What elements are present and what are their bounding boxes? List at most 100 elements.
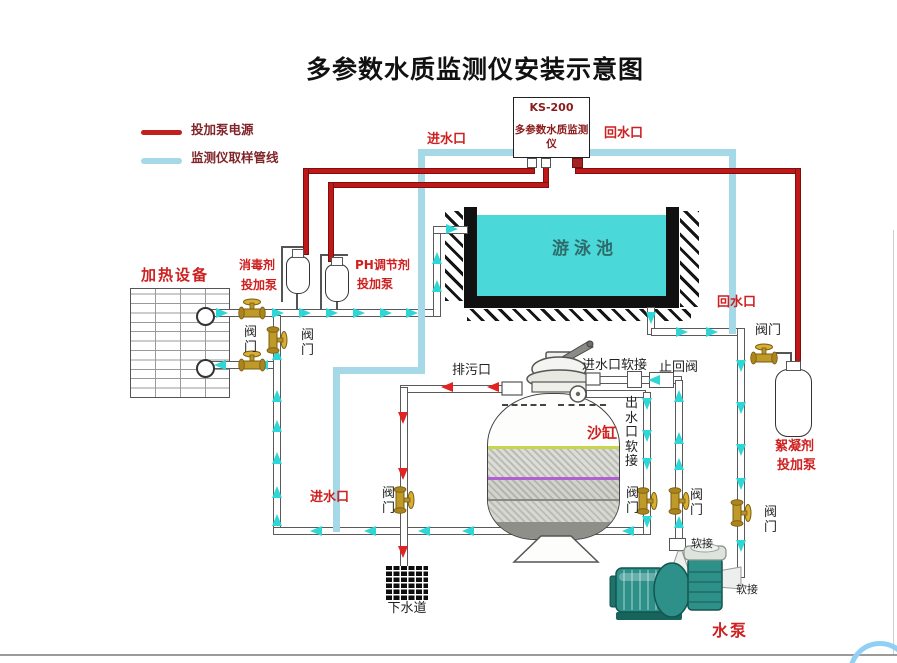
flow-arrow — [272, 390, 282, 402]
flow-arrow — [272, 308, 284, 318]
ph-bottle-bracket — [320, 254, 322, 310]
ph-pump-label-1: PH调节剂 — [355, 258, 410, 272]
ph-pump-label-2: 投加泵 — [357, 277, 394, 291]
flow-arrow — [299, 308, 311, 318]
legend-sampling-swatch — [141, 158, 182, 164]
flow-arrow — [736, 402, 746, 414]
valve-label-discharge: 阀门 — [690, 488, 704, 518]
ph-bottle-bracket-top — [320, 254, 348, 256]
inlet-top-label: 进水口 — [427, 132, 467, 147]
flocculant-feed-tube-v — [790, 352, 792, 362]
ph-bottle-neck — [331, 257, 343, 266]
flow-arrow — [256, 360, 268, 370]
flow-arrow — [272, 514, 282, 526]
flow-arrow — [706, 327, 718, 337]
flocculant-feed-tube-h — [776, 352, 792, 354]
legend-sampling-label: 监测仪取样管线 — [191, 150, 279, 165]
drain-flow-arrow — [398, 468, 408, 480]
pool-hatch-right — [680, 211, 699, 307]
flow-arrow — [353, 308, 365, 318]
sample-line-inlet-v — [418, 149, 425, 371]
drain-flow-arrow — [398, 546, 408, 558]
flow-arrow — [736, 360, 746, 372]
flow-arrow — [676, 327, 688, 337]
flow-arrow — [736, 478, 746, 490]
flocculant-bottle-neck — [786, 361, 801, 371]
flow-arrow — [432, 252, 442, 264]
right-edge-line — [893, 230, 894, 655]
flow-arrow — [272, 486, 282, 498]
page-title: 多参数水质监测仪安装示意图 — [305, 55, 644, 84]
heater-label: 加热设备 — [141, 266, 210, 284]
flow-arrow — [674, 458, 684, 470]
flow-arrow — [642, 516, 652, 528]
valve-label-suction: 阀门 — [764, 505, 778, 535]
monitor-port-2 — [541, 158, 551, 168]
watermark-arc — [848, 641, 897, 663]
sand-tank-label: 沙缸 — [587, 424, 618, 442]
monitor-box — [513, 97, 590, 158]
return-right-label: 回水口 — [717, 295, 757, 310]
heater-grid — [130, 288, 230, 398]
sample-line-return-h — [590, 149, 736, 156]
flow-arrow — [326, 308, 338, 318]
water-pump-label: 水泵 — [712, 621, 749, 640]
ph-feed-tube — [336, 302, 338, 310]
power-line-2-h — [329, 183, 548, 187]
flow-arrow — [674, 390, 684, 402]
power-line-2-v — [329, 183, 333, 261]
check-valve-label: 止回阀 — [659, 360, 699, 375]
outlet-soft-joint-label: 出水口软接 — [625, 396, 639, 470]
flow-arrow — [214, 360, 226, 370]
flow-arrow — [418, 526, 430, 536]
flocculant-pump-label-2: 投加泵 — [777, 458, 817, 473]
monitor-name-line2: 仪 — [546, 138, 557, 150]
sample-line-inlet-h — [421, 149, 513, 156]
valve-label-drain: 阀门 — [382, 486, 396, 516]
water-pump — [609, 543, 727, 620]
flow-arrow — [674, 432, 684, 444]
flow-arrow — [432, 280, 442, 292]
disinfectant-pump-label-2: 投加泵 — [241, 278, 278, 292]
monitor-port-3 — [572, 158, 583, 168]
flow-arrow — [720, 572, 732, 582]
pool-wall-left — [464, 207, 477, 308]
valve-label-filter-outlet: 阀门 — [626, 486, 640, 516]
soft-joint-discharge-label: 软接 — [691, 537, 713, 550]
flow-arrow — [622, 526, 634, 536]
flow-arrow — [446, 224, 458, 234]
valve-label-heater: 阀门 — [244, 325, 258, 355]
power-line-1-h — [304, 169, 534, 173]
sample-line-inlet-v2 — [333, 367, 340, 532]
flow-arrow — [462, 526, 474, 536]
sand-tank — [487, 393, 620, 540]
drain-flow-arrow — [398, 412, 408, 424]
flow-arrow — [272, 452, 282, 464]
monitor-model: KS-200 — [529, 101, 574, 114]
flow-arrow — [736, 540, 746, 552]
pool-wall-right — [666, 207, 679, 308]
pool-wall-bottom — [464, 296, 679, 308]
pool-water — [470, 215, 673, 301]
flow-arrow — [272, 348, 282, 360]
flow-arrow — [674, 516, 684, 528]
flow-arrow — [364, 526, 376, 536]
legend-power-swatch — [141, 130, 182, 135]
disinfectant-pump-label-1: 消毒剂 — [239, 258, 276, 272]
drain-flow-arrow — [487, 382, 499, 392]
sample-line-return-v — [729, 149, 736, 334]
pump-connectors — [669, 550, 742, 591]
power-line-3-h — [576, 169, 800, 173]
disinfectant-bottle-neck — [292, 249, 304, 258]
flow-arrow — [310, 526, 322, 536]
sewer-label: 下水道 — [387, 601, 427, 616]
valve-label-flocculant: 阀门 — [755, 323, 782, 338]
flow-arrow — [648, 375, 660, 385]
drain-outlet-label: 排污口 — [452, 363, 492, 378]
ph-bottle — [325, 264, 349, 302]
monitor-port-1 — [527, 158, 537, 168]
disinfectant-bottle — [286, 256, 310, 294]
power-line-2-drop — [544, 167, 548, 184]
flow-arrow — [642, 398, 652, 410]
